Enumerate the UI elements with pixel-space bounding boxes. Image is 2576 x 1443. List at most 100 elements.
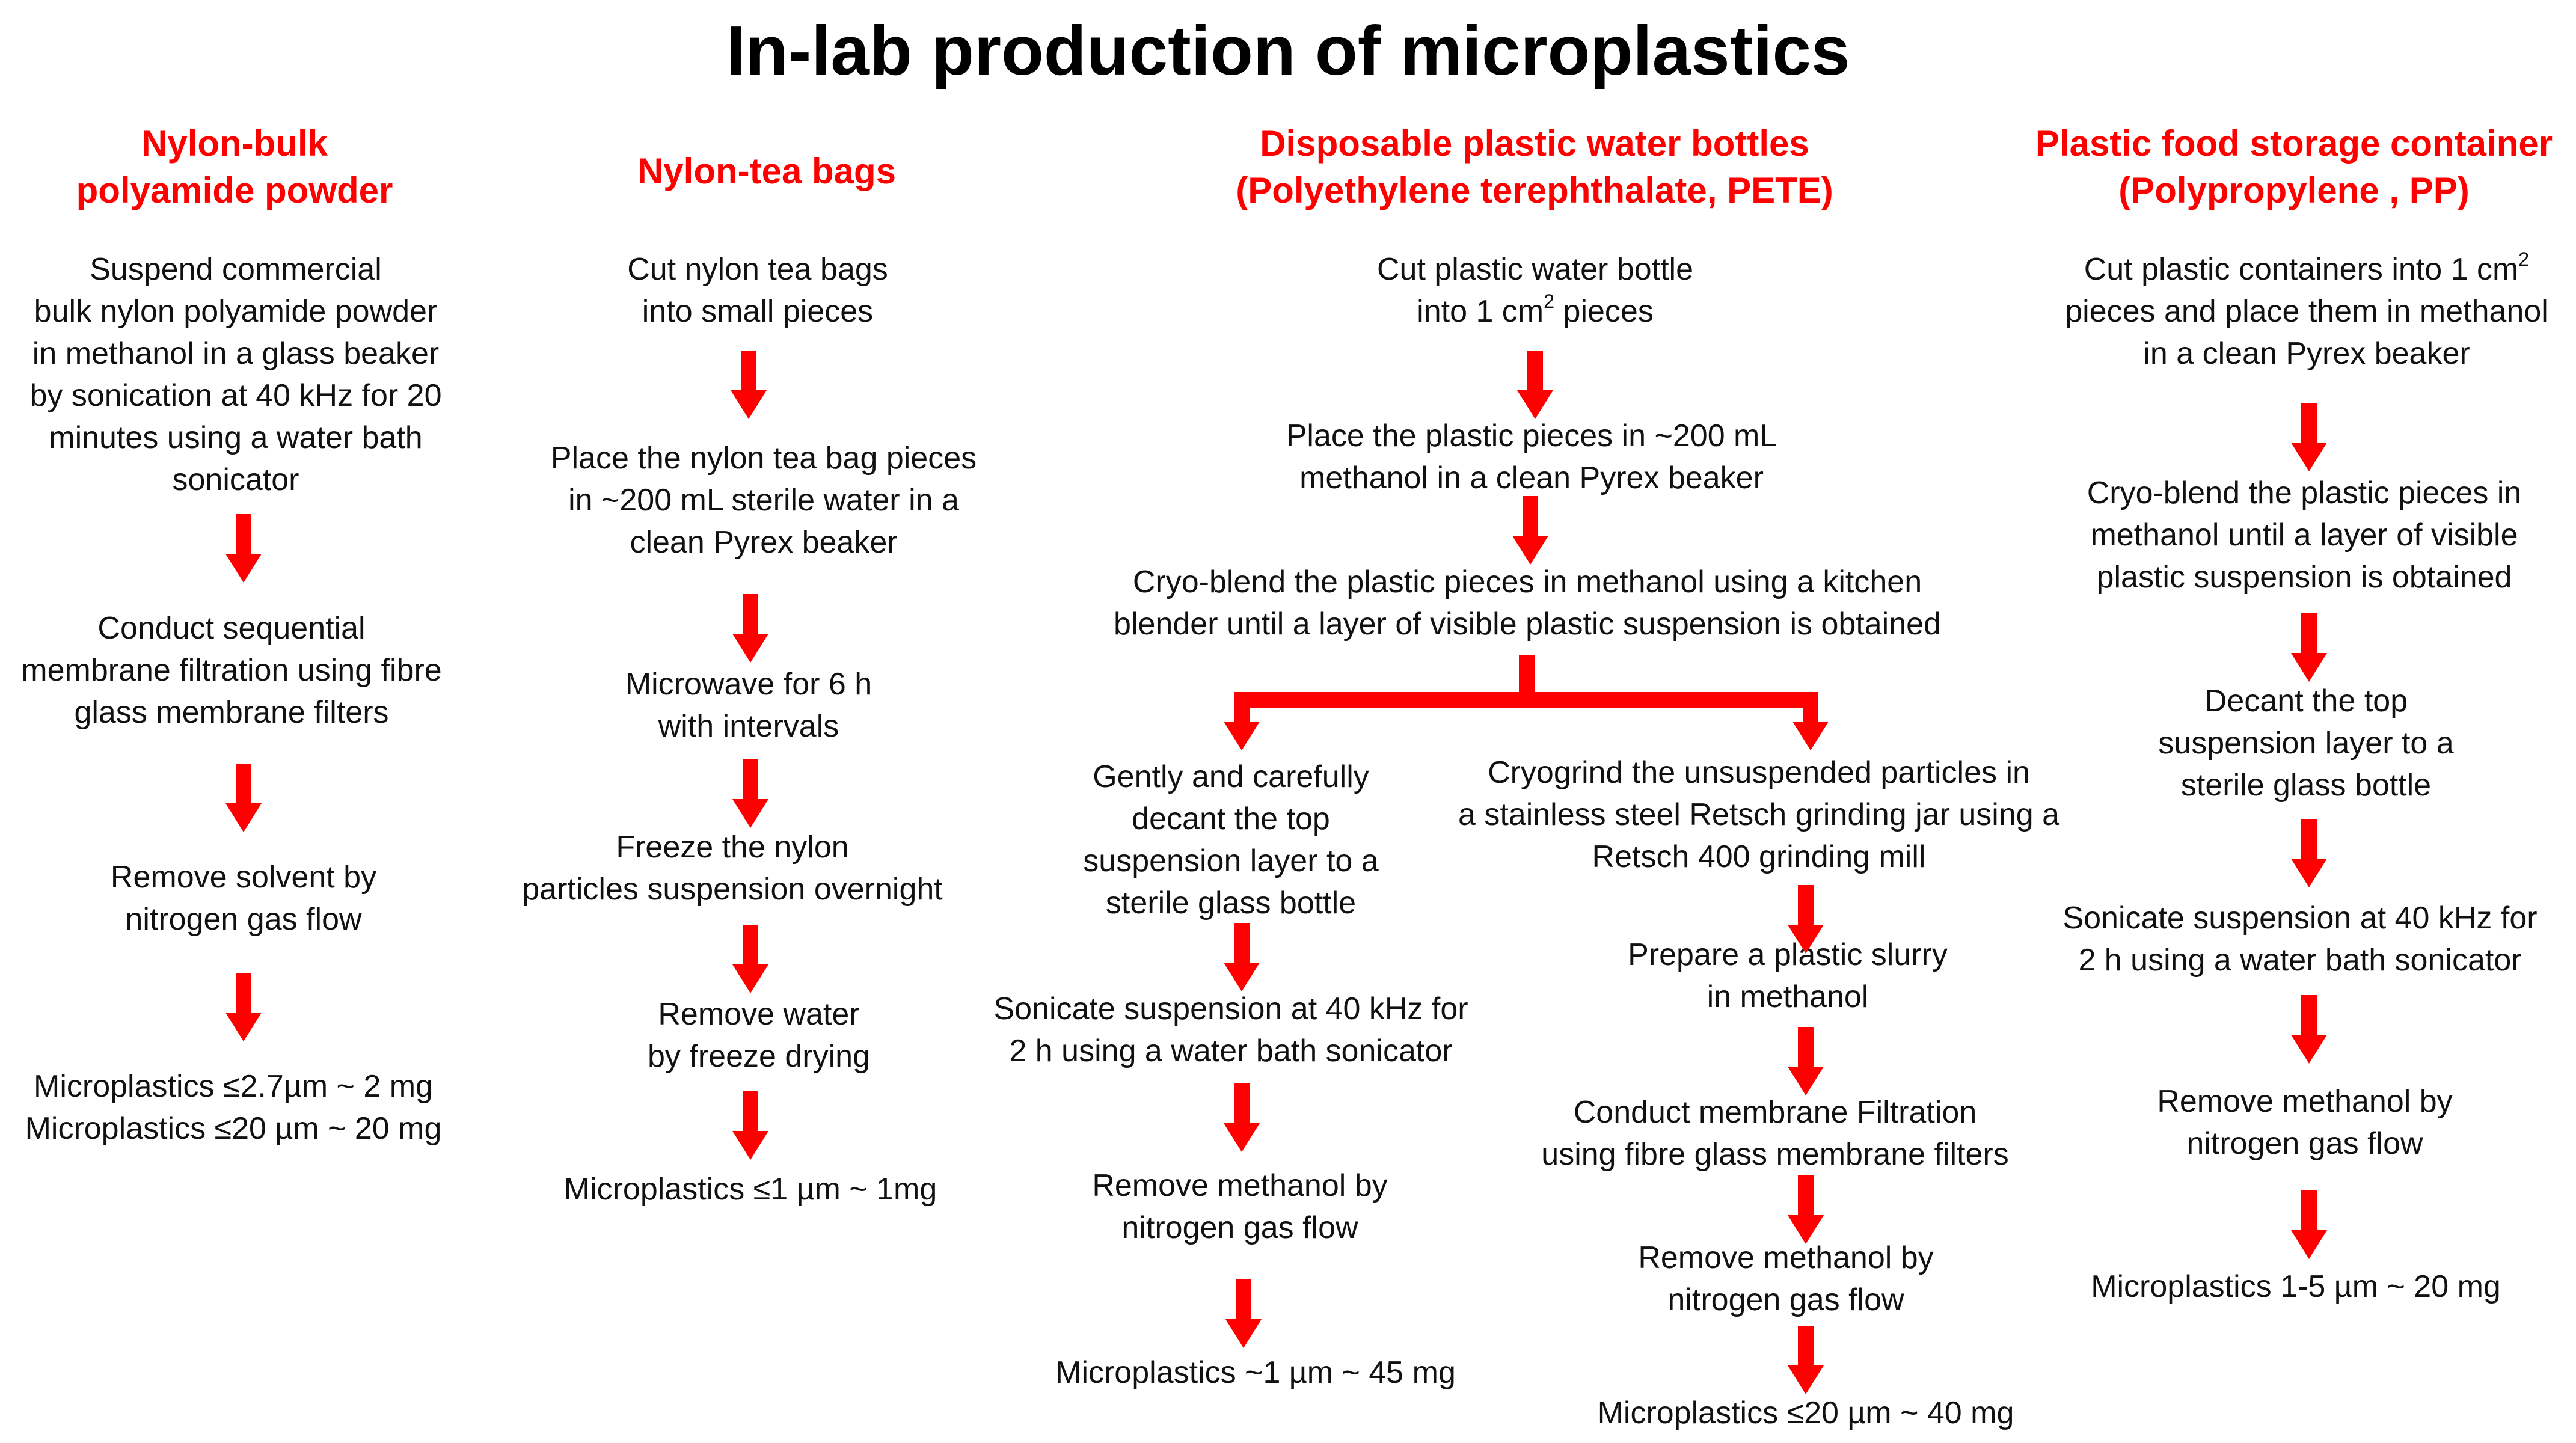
arrow-down-icon [1512, 496, 1548, 565]
text-line: by freeze drying [648, 1039, 870, 1074]
text-line: Cut plastic water bottle [1376, 252, 1694, 287]
text-line: Conduct membrane Filtration [1573, 1095, 1977, 1130]
text-line: Decant the top [2204, 684, 2408, 718]
text-line: Place the plastic pieces in ~200 mL [1286, 418, 1777, 453]
text-line: suspension layer to a [1083, 844, 1379, 878]
column-header-nylon-tea-bags: Nylon-tea bags [637, 148, 896, 195]
arrow-down-icon [1225, 1279, 1262, 1348]
step-cut-containers: Cut plastic containers into 1 cm2 pieces… [2065, 248, 2548, 375]
text-line: into 1 cm2 pieces [1417, 290, 1654, 329]
text-line: Prepare a plastic slurry [1628, 937, 1948, 972]
text-line: bulk nylon polyamide powder [34, 294, 438, 329]
text-line: Cut plastic containers into 1 cm2 [2084, 248, 2530, 287]
step-remove-methanol-pp: Remove methanol by nitrogen gas flow [2157, 1080, 2452, 1165]
text-line: Nylon-tea bags [637, 151, 897, 191]
step-freeze: Freeze the nylon particles suspension ov… [522, 826, 943, 910]
text-line: in a clean Pyrex beaker [2143, 336, 2470, 371]
arrow-down-icon [2291, 995, 2327, 1064]
text-line: into small pieces [642, 294, 874, 329]
text-line: Sonicate suspension at 40 kHz for [993, 991, 1468, 1026]
header-line: Nylon-bulk [141, 123, 328, 164]
step-decant-pp: Decant the top suspension layer to a ste… [2158, 680, 2453, 806]
arrow-down-icon [732, 925, 768, 993]
arrow-down-icon [1788, 1326, 1824, 1394]
arrow-down-icon [1224, 923, 1260, 991]
arrow-down-icon [225, 514, 262, 583]
text-line: suspension layer to a [2158, 726, 2454, 761]
text-line: Suspend commercial [90, 252, 382, 287]
column-header-nylon-bulk: Nylon-bulk polyamide powder [76, 120, 393, 214]
text-line: in methanol in a glass beaker [32, 336, 440, 371]
result-pp: Microplastics 1-5 µm ~ 20 mg [2091, 1266, 2501, 1308]
text-line: sonicator [172, 462, 299, 497]
step-cut-tea-bags: Cut nylon tea bags into small pieces [627, 248, 888, 332]
text-line: Microplastics ≤20 µm ~ 40 mg [1597, 1396, 2014, 1430]
arrow-down-icon [225, 764, 262, 832]
step-place-in-water: Place the nylon tea bag pieces in ~200 m… [551, 437, 977, 563]
step-cut-water-bottle: Cut plastic water bottle into 1 cm2 piec… [1377, 248, 1693, 332]
text-line: clean Pyrex beaker [630, 525, 898, 560]
text-line: 2 h using a water bath sonicator [1009, 1034, 1453, 1068]
text-line: Cryo-blend the plastic pieces in methano… [1132, 565, 1922, 599]
text-line: membrane filtration using fibre [21, 653, 442, 688]
text-line: Microplastics ≤2.7µm ~ 2 mg [34, 1069, 433, 1104]
text-line: Cryo-blend the plastic pieces in [2087, 476, 2522, 510]
step-freeze-dry: Remove water by freeze drying [648, 993, 870, 1077]
arrow-down-icon [225, 973, 262, 1041]
text-line: (Polypropylene , PP) [2118, 170, 2470, 210]
step-microwave: Microwave for 6 h with intervals [625, 663, 872, 747]
text-line: pieces and place them in methanol [2065, 294, 2548, 329]
arrow-down-icon [2291, 819, 2327, 887]
step-sonicate-suspension: Sonicate suspension at 40 kHz for 2 h us… [993, 988, 1468, 1072]
text-line: by sonication at 40 kHz for 20 [29, 378, 442, 413]
arrow-down-icon [731, 351, 767, 419]
text-line: in methanol [1707, 979, 1869, 1014]
branch-connector [1224, 655, 1829, 750]
step-cryo-blend: Cryo-blend the plastic pieces in methano… [1114, 561, 1941, 645]
text-line: Plastic food storage container [2035, 123, 2553, 164]
result-nylon-tea-bags: Microplastics ≤1 µm ~ 1mg [564, 1168, 937, 1210]
text-line: methanol until a layer of visible [2090, 518, 2518, 553]
text-line: plastic suspension is obtained [2096, 560, 2512, 595]
text-line: nitrogen gas flow [1121, 1210, 1358, 1245]
text-line: particles suspension overnight [522, 872, 943, 907]
step-remove-solvent: Remove solvent by nitrogen gas flow [111, 856, 376, 940]
text-line: Freeze the nylon [616, 830, 849, 865]
text-line: sterile glass bottle [1105, 886, 1357, 921]
step-place-in-methanol: Place the plastic pieces in ~200 mL meth… [1286, 415, 1777, 499]
result-pete-right: Microplastics ≤20 µm ~ 40 mg [1598, 1392, 2014, 1434]
arrow-down-icon [2291, 613, 2327, 682]
arrow-down-icon [732, 1091, 768, 1160]
text-line: minutes using a water bath [49, 420, 423, 455]
result-pete-left: Microplastics ~1 µm ~ 45 mg [1055, 1352, 1456, 1394]
text-line: Cryogrind the unsuspended particles in [1488, 755, 2030, 790]
text-line: decant the top [1132, 801, 1330, 836]
text-line: Remove methanol by [1092, 1168, 1388, 1203]
text-line: blender until a layer of visible plastic… [1114, 607, 1941, 642]
text-line: Microplastics 1-5 µm ~ 20 mg [2091, 1269, 2501, 1304]
step-membrane-filtration-right: Conduct membrane Filtration using fibre … [1541, 1091, 2008, 1175]
arrow-down-icon [732, 759, 768, 828]
result-nylon-bulk: Microplastics ≤2.7µm ~ 2 mg Microplastic… [25, 1065, 442, 1150]
text-line: Remove methanol by [1638, 1240, 1934, 1275]
arrow-down-icon [1788, 1175, 1824, 1244]
arrow-down-icon [2291, 403, 2327, 471]
step-remove-methanol-left: Remove methanol by nitrogen gas flow [1092, 1165, 1387, 1249]
text-line: glass membrane filters [74, 695, 389, 730]
text-line: (Polyethylene terephthalate, PETE) [1236, 170, 1833, 210]
step-cryo-blend-pp: Cryo-blend the plastic pieces in methano… [2087, 472, 2522, 598]
step-membrane-filtration: Conduct sequential membrane filtration u… [21, 607, 441, 734]
arrow-down-icon [1517, 351, 1553, 419]
text-line: Sonicate suspension at 40 kHz for [2062, 901, 2538, 936]
diagram-title: In-lab production of microplastics [726, 11, 1850, 90]
text-line: nitrogen gas flow [1667, 1282, 1904, 1317]
text-line: Place the nylon tea bag pieces [550, 441, 977, 476]
step-cryogrind: Cryogrind the unsuspended particles in a… [1458, 752, 2059, 878]
text-line: 2 h using a water bath sonicator [2078, 943, 2522, 978]
text-line: in ~200 mL sterile water in a [568, 483, 959, 518]
text-line: sterile glass bottle [2180, 768, 2432, 803]
arrow-down-icon [1224, 1083, 1260, 1152]
header-line: polyamide powder [76, 170, 393, 210]
text-line: Disposable plastic water bottles [1260, 123, 1809, 164]
text-line: nitrogen gas flow [2186, 1126, 2423, 1161]
